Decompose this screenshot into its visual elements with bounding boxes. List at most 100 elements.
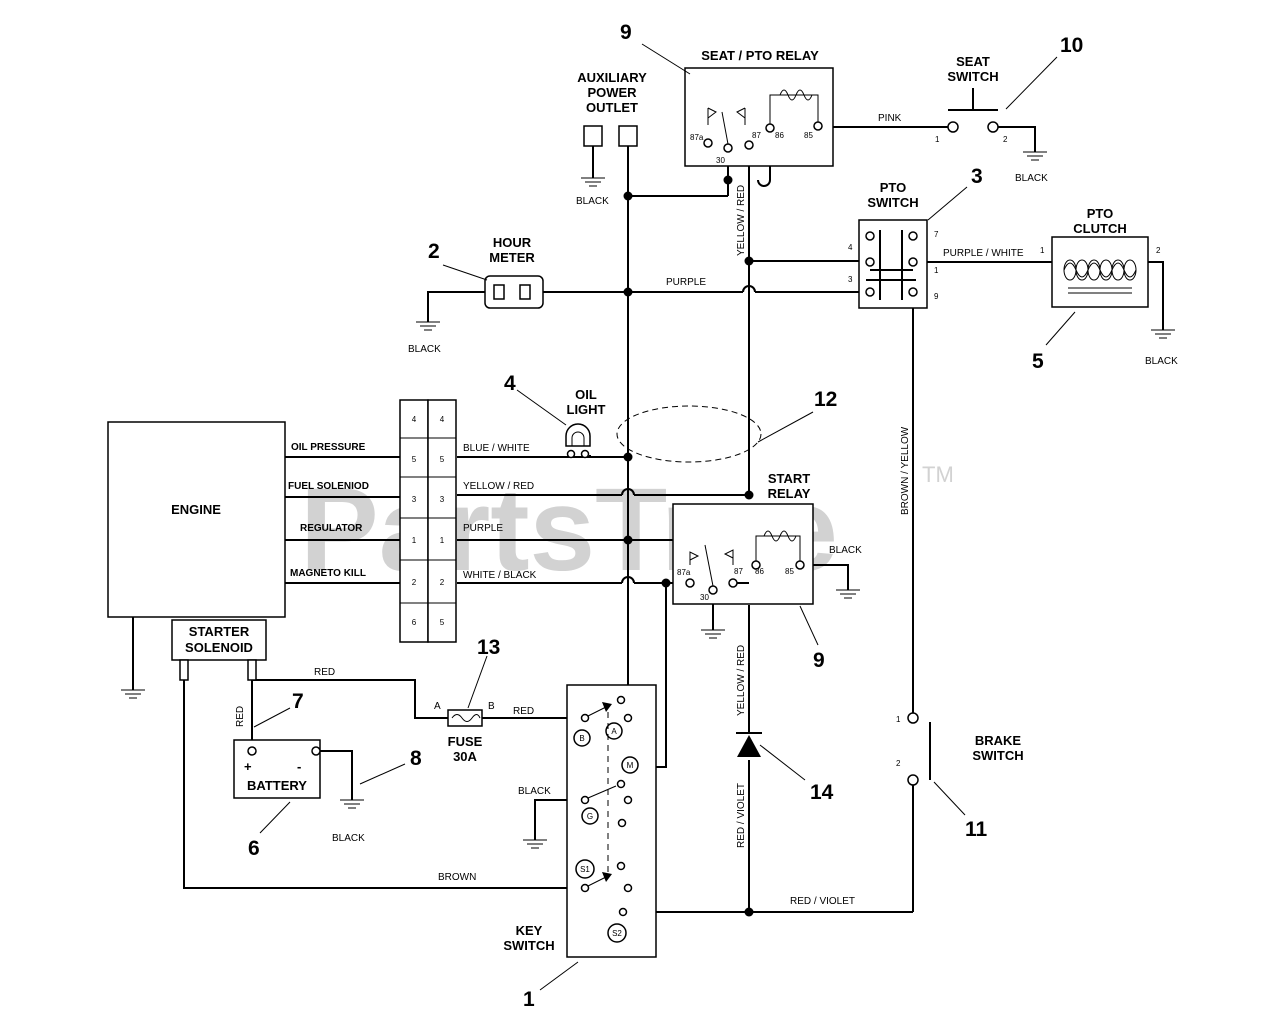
start-relay-pin-85: 85 bbox=[785, 567, 794, 576]
wire-label-black-relay: BLACK bbox=[829, 545, 862, 556]
conn-right-6: 5 bbox=[440, 618, 445, 627]
aux-label-3: OUTLET bbox=[586, 100, 638, 115]
wire-label-brown: BROWN bbox=[438, 872, 476, 883]
wire-label-yellow-red-v1: YELLOW / RED bbox=[736, 185, 747, 256]
pto-pin-4: 4 bbox=[848, 243, 853, 252]
pto-switch: PTO SWITCH 4 3 7 1 9 bbox=[848, 180, 939, 309]
key-terminal-m: M bbox=[627, 761, 634, 770]
wire-label-black-battery: BLACK bbox=[332, 833, 365, 844]
callout-14: 14 bbox=[810, 781, 834, 804]
hour-meter-label-2: METER bbox=[489, 250, 535, 265]
seat-relay-pin-30: 30 bbox=[716, 156, 725, 165]
wire-label-yellow-red-v2: YELLOW / RED bbox=[736, 645, 747, 716]
diode bbox=[736, 732, 762, 757]
ground-symbols bbox=[121, 151, 1175, 849]
key-terminal-g: G bbox=[587, 812, 593, 821]
wire-labels: BLACK BLACK BLACK BLACK BLACK BLACK BLAC… bbox=[235, 113, 1178, 907]
seat-switch-pin-2: 2 bbox=[1003, 135, 1008, 144]
wire-label-black-hour: BLACK bbox=[408, 344, 441, 355]
callout-11: 11 bbox=[965, 818, 988, 841]
brake-switch: 1 2 BRAKE SWITCH bbox=[896, 712, 1024, 786]
pto-clutch-label-1: PTO bbox=[1087, 206, 1114, 221]
conn-left-2: 5 bbox=[412, 455, 417, 464]
auxiliary-power-outlet: AUXILIARY POWER OUTLET bbox=[577, 70, 647, 147]
oil-light-label-2: LIGHT bbox=[567, 402, 606, 417]
starter-solenoid-label-2: SOLENOID bbox=[185, 640, 253, 655]
callout-13: 13 bbox=[477, 636, 500, 659]
pto-clutch-label-2: CLUTCH bbox=[1073, 221, 1126, 236]
callout-1: 1 bbox=[523, 988, 535, 1011]
key-switch: KEY SWITCH B A M G S1 S2 bbox=[503, 684, 657, 958]
start-relay-pin-87a: 87a bbox=[677, 568, 691, 577]
clutch-pin-2: 2 bbox=[1156, 246, 1161, 255]
seat-switch-label-1: SEAT bbox=[956, 54, 990, 69]
brake-switch-label-2: SWITCH bbox=[972, 748, 1023, 763]
conn-right-1: 4 bbox=[440, 415, 445, 424]
conn-left-6: 6 bbox=[412, 618, 417, 627]
callout-8: 8 bbox=[410, 747, 422, 770]
fuse-label-1: FUSE bbox=[448, 734, 483, 749]
brake-pin-2: 2 bbox=[896, 759, 901, 768]
callout-9-bottom: 9 bbox=[813, 649, 825, 672]
key-terminal-a: A bbox=[611, 727, 617, 736]
callout-3: 3 bbox=[971, 165, 983, 188]
wire-label-white-black: WHITE / BLACK bbox=[463, 570, 537, 581]
wire-label-pink: PINK bbox=[878, 113, 902, 124]
wire-bundle-ellipse bbox=[616, 405, 762, 463]
battery-plus: + bbox=[244, 759, 252, 774]
pto-switch-label-2: SWITCH bbox=[867, 195, 918, 210]
wire-label-red-battery: RED bbox=[235, 706, 246, 727]
wire-label-red-violet-h: RED / VIOLET bbox=[790, 896, 855, 907]
brake-switch-label-1: BRAKE bbox=[975, 733, 1022, 748]
wire-label-black-aux: BLACK bbox=[576, 196, 609, 207]
battery-label: BATTERY bbox=[247, 778, 307, 793]
hour-meter-label-1: HOUR bbox=[493, 235, 532, 250]
starter-solenoid-label-1: STARTER bbox=[189, 624, 250, 639]
junction-dots bbox=[623, 175, 754, 917]
pto-pin-1: 1 bbox=[934, 266, 939, 275]
engine-block: ENGINE OIL PRESSURE FUEL SOLENIOD REGULA… bbox=[107, 421, 369, 618]
start-relay-pin-86: 86 bbox=[755, 567, 764, 576]
conn-left-3: 3 bbox=[412, 495, 417, 504]
conn-right-3: 3 bbox=[440, 495, 445, 504]
pto-pin-3: 3 bbox=[848, 275, 853, 284]
seat-relay-pin-87a: 87a bbox=[690, 133, 704, 142]
key-switch-label-1: KEY bbox=[516, 923, 543, 938]
key-terminal-s1: S1 bbox=[580, 865, 590, 874]
fuel-solenoid-label: FUEL SOLENIOD bbox=[288, 481, 369, 492]
wire-label-black-clutch: BLACK bbox=[1145, 356, 1178, 367]
conn-left-4: 1 bbox=[412, 536, 417, 545]
regulator-label: REGULATOR bbox=[300, 523, 363, 534]
pto-pin-9: 9 bbox=[934, 292, 939, 301]
start-relay-pin-30: 30 bbox=[700, 593, 709, 602]
wire-label-yellow-red-h: YELLOW / RED bbox=[463, 481, 534, 492]
seat-relay-pin-85: 85 bbox=[804, 131, 813, 140]
pto-pin-7: 7 bbox=[934, 230, 939, 239]
seat-switch-label-2: SWITCH bbox=[947, 69, 998, 84]
aux-label-2: POWER bbox=[587, 85, 637, 100]
brake-pin-1: 1 bbox=[896, 715, 901, 724]
watermark: PartsTree TM bbox=[300, 462, 954, 596]
callout-6: 6 bbox=[248, 837, 260, 860]
callout-2: 2 bbox=[428, 240, 440, 263]
callout-9-top: 9 bbox=[620, 21, 632, 44]
conn-right-5: 2 bbox=[440, 578, 445, 587]
wire-label-red-top: RED bbox=[314, 667, 335, 678]
start-relay-label-1: START bbox=[768, 471, 810, 486]
pto-clutch: PTO CLUTCH 1 2 bbox=[1040, 206, 1161, 308]
oil-pressure-label: OIL PRESSURE bbox=[291, 442, 366, 453]
starter-solenoid: STARTER SOLENOID bbox=[171, 619, 267, 681]
hour-meter: HOUR METER bbox=[484, 235, 544, 309]
callout-10: 10 bbox=[1060, 34, 1083, 57]
seat-switch-pin-1: 1 bbox=[935, 135, 940, 144]
oil-light: OIL LIGHT bbox=[565, 387, 606, 459]
callout-5: 5 bbox=[1032, 350, 1044, 373]
conn-right-4: 1 bbox=[440, 536, 445, 545]
key-terminal-b: B bbox=[579, 734, 584, 743]
aux-label-1: AUXILIARY bbox=[577, 70, 647, 85]
wire-label-blue-white: BLUE / WHITE bbox=[463, 443, 530, 454]
battery: + - BATTERY bbox=[233, 739, 321, 799]
seat-pto-relay-label: SEAT / PTO RELAY bbox=[701, 48, 819, 63]
start-relay-pin-87: 87 bbox=[734, 567, 743, 576]
wire-label-brown-yellow: BROWN / YELLOW bbox=[900, 426, 911, 515]
